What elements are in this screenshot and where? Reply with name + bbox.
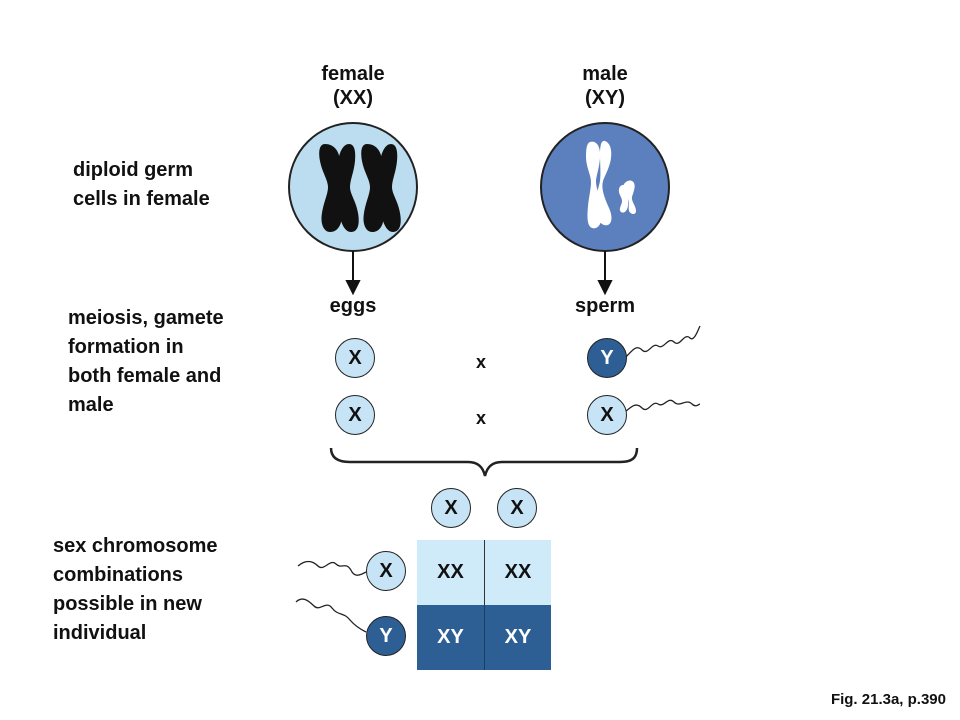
diploid-label-line: diploid germ <box>73 159 193 181</box>
punnett-left-gamete: Y <box>366 616 406 656</box>
female-cell <box>288 122 418 252</box>
egg-gamete: X <box>335 338 375 378</box>
cross-symbol: x <box>476 352 487 372</box>
meiosis-label-line: formation in <box>68 336 184 358</box>
female-genotype: (XX) <box>333 87 373 109</box>
diploid-label-line: cells in female <box>73 188 210 210</box>
sperm-label: sperm <box>574 295 636 317</box>
punnett-tail-x <box>297 560 367 576</box>
sperm-gamete: X <box>587 395 627 435</box>
punnett-cell: XX <box>417 540 484 605</box>
eggs-label: eggs <box>329 295 377 317</box>
cross-symbol: x <box>476 408 487 428</box>
sperm-gamete: Y <box>587 338 627 378</box>
sperm-tail-y <box>624 325 701 359</box>
male-arrow <box>597 251 613 296</box>
combinations-label-line: sex chromosome <box>53 535 218 557</box>
punnett-cell: XY <box>484 605 551 670</box>
male-xy-chromosomes <box>586 140 636 229</box>
female-arrow <box>345 251 361 296</box>
female-xx-chromosomes <box>319 144 401 232</box>
egg-gamete: X <box>335 395 375 435</box>
male-title: male <box>582 63 628 85</box>
meiosis-label-line: male <box>68 394 114 416</box>
female-title: female <box>321 63 385 85</box>
meiosis-label-line: meiosis, gamete <box>68 307 224 329</box>
meiosis-label: meiosis, gamete formation in both female… <box>68 304 224 420</box>
combinations-label-line: possible in new <box>53 593 202 615</box>
diploid-label: diploid germ cells in female <box>73 156 210 214</box>
male-genotype: (XY) <box>585 87 625 109</box>
punnett-top-gamete: X <box>431 488 471 528</box>
figure-caption: Fig. 21.3a, p.390 <box>830 691 946 708</box>
meiosis-label-line: both female and <box>68 365 222 387</box>
combinations-label-line: combinations <box>53 564 184 586</box>
punnett-left-gamete: X <box>366 551 406 591</box>
punnett-top-gamete: X <box>497 488 537 528</box>
punnett-cell: XY <box>417 605 484 670</box>
punnett-cell: XX <box>484 540 551 605</box>
sperm-tail-x <box>624 399 701 413</box>
combinations-label: sex chromosome combinations possible in … <box>53 532 218 648</box>
combinations-label-line: individual <box>53 622 147 644</box>
combination-brace <box>329 447 639 477</box>
punnett-tail-y <box>295 598 367 633</box>
